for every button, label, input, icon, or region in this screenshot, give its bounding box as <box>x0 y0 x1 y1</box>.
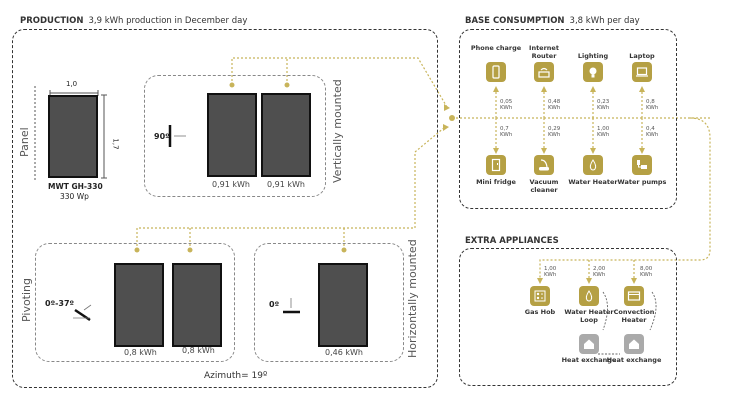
base-consumption-title: BASE CONSUMPTION 3,8 kWh per day <box>465 16 640 26</box>
vertical-angle: 90º <box>154 132 170 141</box>
value-water-pumps-num: 0,4 <box>646 126 655 132</box>
pivoting-panel-1 <box>114 263 164 347</box>
horizontal-angle: 0º <box>269 300 280 309</box>
house-icon <box>624 334 644 354</box>
base-consumption-box <box>459 29 677 209</box>
horizontal-mount-label: Horizontally mounted <box>406 239 419 358</box>
appliance-label-vacuum: Vacuum cleaner <box>529 178 559 194</box>
azimuth-label: Azimuth= 19º <box>204 371 268 381</box>
appliance-label-laptop: Laptop <box>629 52 655 60</box>
panel-model: MWT GH-330 <box>48 182 103 191</box>
pivoting-panel-2 <box>172 263 222 347</box>
value-water-heater-loop-unit: KWh <box>593 272 606 278</box>
lightbulb-icon <box>583 62 603 82</box>
heat-exchange-label-2: Heat exchange <box>606 356 662 364</box>
extra-appliances-box <box>459 248 677 386</box>
base-consumption-heading: BASE CONSUMPTION <box>465 16 565 26</box>
appliance-label-convection-heater: Convection Heater <box>613 308 655 324</box>
pivoting-output-2: 0,8 kWh <box>182 346 215 355</box>
panel-rating: 330 Wp <box>60 192 89 201</box>
production-subtitle: 3,9 kWh production in December day <box>88 16 248 26</box>
appliance-label-fridge: Mini fridge <box>476 178 516 186</box>
extra-appliances-title: EXTRA APPLIANCES <box>465 236 564 246</box>
value-router-num: 0,48 <box>548 99 561 105</box>
vertical-panel-2 <box>261 93 311 177</box>
vacuum-icon <box>534 155 554 175</box>
value-water-heater-num: 1,00 <box>597 126 610 132</box>
phone-icon <box>486 62 506 82</box>
production-title: PRODUCTION 3,9 kWh production in December… <box>20 16 247 26</box>
value-laptop-num: 0,8 <box>646 99 655 105</box>
extra-appliances-heading: EXTRA APPLIANCES <box>465 236 559 246</box>
horizontal-mount-group <box>254 243 404 362</box>
value-water-pumps-unit: KWh <box>646 132 659 138</box>
convection-heater-icon <box>624 286 644 306</box>
router-icon <box>534 62 554 82</box>
value-convection-heater-unit: KWh <box>640 272 653 278</box>
appliance-label-lighting: Lighting <box>577 52 609 60</box>
value-phone-num: 0,05 <box>500 99 513 105</box>
value-laptop-unit: KWh <box>646 105 659 111</box>
water-heater-icon <box>583 155 603 175</box>
horizontal-output: 0,46 kWh <box>325 348 363 357</box>
value-water-heater-unit: KWh <box>597 132 610 138</box>
appliance-label-gas-hob: Gas Hob <box>524 308 556 316</box>
pivoting-group <box>35 243 235 362</box>
value-lighting-unit: KWh <box>597 105 610 111</box>
value-gas-hob-unit: KWh <box>544 272 557 278</box>
appliance-label-router: Internet Router <box>529 44 559 60</box>
value-convection-heater-num: 8,00 <box>640 266 653 272</box>
house-icon <box>579 334 599 354</box>
value-lighting-num: 0,23 <box>597 99 610 105</box>
value-fridge-num: 0,7 <box>500 126 509 132</box>
production-box <box>12 29 438 388</box>
appliance-label-water-heater-loop: Water Heater Loop <box>564 308 614 324</box>
pivoting-angle: 0º-37º <box>45 299 75 308</box>
horizontal-panel <box>318 263 368 347</box>
vertical-panel-1 <box>207 93 257 177</box>
gas-hob-icon <box>530 286 550 306</box>
vertical-output-1: 0,91 kWh <box>212 180 250 189</box>
appliance-label-water-heater: Water Heater <box>568 178 618 186</box>
pivoting-output-1: 0,8 kWh <box>124 348 157 357</box>
panel-height-dim: 1,7 <box>111 138 120 150</box>
pivoting-label: Pivoting <box>20 277 33 322</box>
panel-width-dim: 1,0 <box>66 80 78 88</box>
water-pump-icon <box>632 155 652 175</box>
value-vacuum-num: 0,29 <box>548 126 561 132</box>
vertical-mount-label: Vertically mounted <box>331 79 344 183</box>
fridge-icon <box>486 155 506 175</box>
value-router-unit: KWh <box>548 105 561 111</box>
vertical-output-2: 0,91 kWh <box>267 180 305 189</box>
value-water-heater-loop-num: 2,00 <box>593 266 606 272</box>
laptop-icon <box>632 62 652 82</box>
panel-label: Panel <box>18 127 31 157</box>
vertical-mount-group <box>144 75 326 197</box>
value-fridge-unit: KWh <box>500 132 513 138</box>
base-consumption-subtitle: 3,8 kWh per day <box>569 16 640 26</box>
value-vacuum-unit: KWh <box>548 132 561 138</box>
production-heading: PRODUCTION <box>20 16 84 26</box>
value-gas-hob-num: 1,00 <box>544 266 557 272</box>
heat-exchange-label-1: Heat exchange <box>561 356 617 364</box>
value-phone-unit: KWh <box>500 105 513 111</box>
reference-panel <box>48 95 98 178</box>
appliance-label-water-pumps: Water pumps <box>617 178 667 186</box>
water-heater-loop-icon <box>579 286 599 306</box>
appliance-label-phone: Phone charge <box>470 44 522 52</box>
